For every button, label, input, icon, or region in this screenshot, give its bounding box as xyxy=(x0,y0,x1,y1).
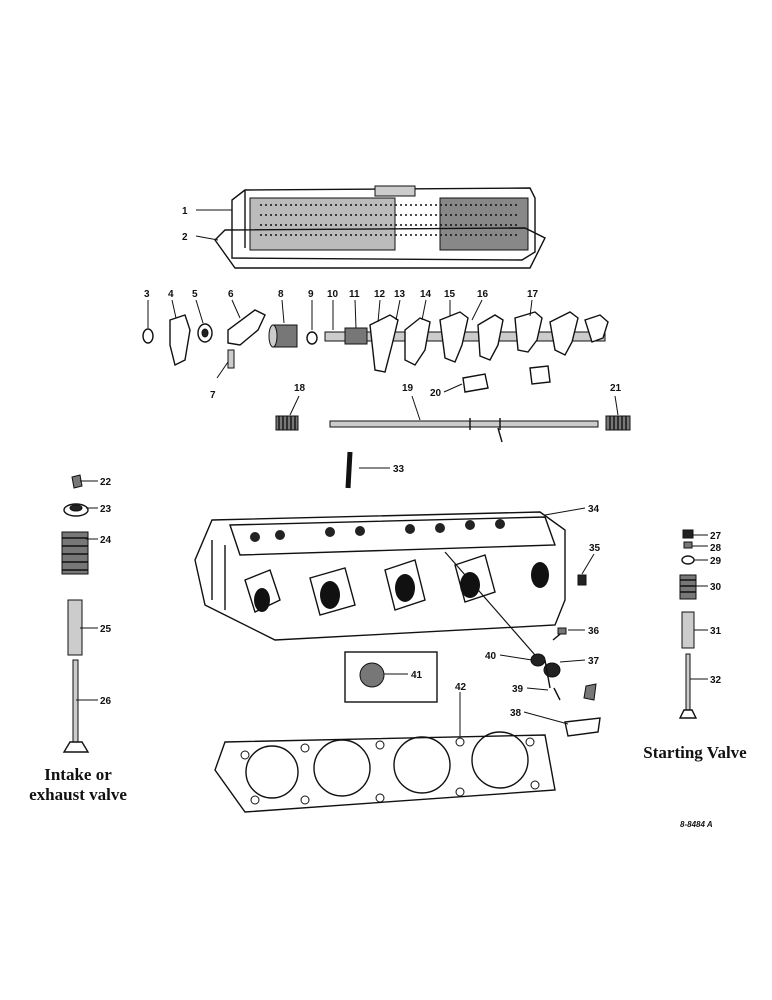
callout-34: 34 xyxy=(588,504,600,515)
figure-id: 8-8484 A xyxy=(680,820,713,829)
callout-30: 30 xyxy=(710,582,722,593)
callout-8: 8 xyxy=(278,289,284,300)
callout-25: 25 xyxy=(100,624,112,635)
callout-37: 37 xyxy=(588,656,600,667)
callout-28: 28 xyxy=(710,543,722,554)
callout-38: 38 xyxy=(510,708,522,719)
callout-39: 39 xyxy=(512,684,524,695)
callout-18: 18 xyxy=(294,383,306,394)
callout-22: 22 xyxy=(100,477,112,488)
caption-line-2: exhaust valve xyxy=(29,785,127,804)
callout-9: 9 xyxy=(308,289,314,300)
caption-line-1: Intake or xyxy=(44,765,112,784)
expansion-plug-box xyxy=(344,651,438,703)
callout-19: 19 xyxy=(402,383,414,394)
rocker-shaft-assembly xyxy=(324,311,609,373)
head-fittings xyxy=(444,551,601,737)
callout-10: 10 xyxy=(327,289,339,300)
callout-17: 17 xyxy=(527,289,539,300)
callout-33: 33 xyxy=(393,464,405,475)
callout-numbers: 1 2 3 4 5 6 7 8 9 10 11 12 13 14 15 16 1… xyxy=(100,206,722,719)
valve-cover xyxy=(231,185,536,261)
callout-11: 11 xyxy=(349,289,360,300)
callout-14: 14 xyxy=(420,289,432,300)
callout-27: 27 xyxy=(710,531,722,542)
callout-4: 4 xyxy=(168,289,174,300)
callout-6: 6 xyxy=(228,289,234,300)
head-gasket xyxy=(214,731,556,813)
callout-23: 23 xyxy=(100,504,112,515)
callout-31: 31 xyxy=(710,626,722,637)
shaft-springs xyxy=(275,415,631,431)
callout-12: 12 xyxy=(374,289,386,300)
intake-exhaust-valve-group xyxy=(61,474,90,753)
callout-7: 7 xyxy=(210,390,216,401)
starting-valve-group xyxy=(678,529,698,719)
callout-41: 41 xyxy=(411,670,423,681)
callout-35: 35 xyxy=(589,543,601,554)
callout-15: 15 xyxy=(444,289,456,300)
callout-20: 20 xyxy=(430,388,442,399)
callout-1: 1 xyxy=(182,206,188,217)
callout-40: 40 xyxy=(485,651,497,662)
callout-32: 32 xyxy=(710,675,722,686)
callout-13: 13 xyxy=(394,289,406,300)
callout-24: 24 xyxy=(100,535,112,546)
callout-26: 26 xyxy=(100,696,112,707)
callout-21: 21 xyxy=(610,383,622,394)
leader-lines xyxy=(76,209,708,736)
callout-2: 2 xyxy=(182,232,188,243)
starting-valve-caption: Starting Valve xyxy=(643,743,747,762)
callout-16: 16 xyxy=(477,289,489,300)
callout-42: 42 xyxy=(455,682,467,693)
rocker-shaft xyxy=(329,418,599,443)
cylinder-head xyxy=(194,511,566,641)
rocker-brackets xyxy=(462,365,551,393)
callout-36: 36 xyxy=(588,626,600,637)
callout-29: 29 xyxy=(710,556,722,567)
rocker-small-parts xyxy=(142,309,318,369)
intake-exhaust-valve-caption: Intake or exhaust valve xyxy=(18,765,138,805)
callout-3: 3 xyxy=(144,289,150,300)
cover-gasket xyxy=(214,227,546,269)
callout-5: 5 xyxy=(192,289,198,300)
push-rod xyxy=(345,451,353,489)
